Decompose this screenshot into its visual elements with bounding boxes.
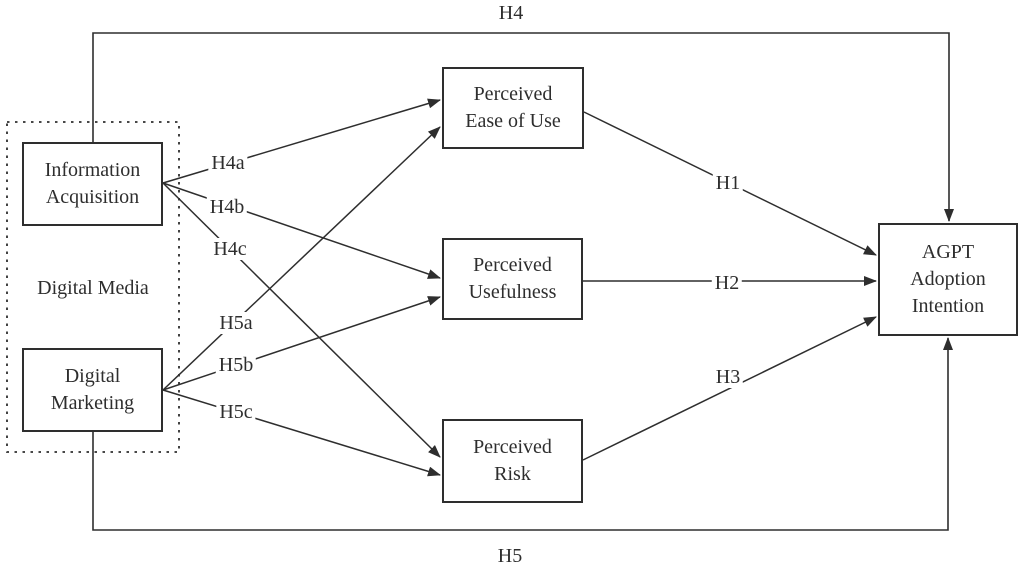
node-label-line: Marketing [50,392,135,414]
edge-h5c-label: H5c [216,401,256,423]
edge-h5b-label: H5b [215,354,257,376]
edge-h2-label: H2 [711,272,743,294]
digital-media-group-outline [6,121,180,453]
node-perceived-ease-of-use: Perceived Ease of Use [442,67,584,149]
edge-h4-line [92,32,954,222]
node-label-line: Information [44,159,141,181]
edge-h3-line [582,316,877,461]
node-label-line: Perceived [473,436,552,458]
node-label-line: Perceived [473,254,552,276]
edge-h1-label: H1 [712,172,744,194]
edge-h5b-line [162,296,441,391]
node-agpt-adoption-intention: AGPT Adoption Intention [878,223,1018,336]
node-label-line: Digital [64,365,121,387]
node-perceived-risk: Perceived Risk [442,419,583,503]
edge-h4a-label: H4a [208,152,248,174]
node-label-line: Adoption [910,268,986,290]
edge-h4b-line [162,182,441,279]
node-label-line: AGPT [921,241,975,263]
edge-h4b-label: H4b [206,196,248,218]
node-label-line: Intention [911,295,985,317]
node-label-line: Usefulness [468,281,557,303]
edge-h5-label: H5 [494,545,526,567]
node-label-line: Perceived [473,83,553,105]
node-perceived-usefulness: Perceived Usefulness [442,238,583,320]
node-label-line: Risk [494,463,531,485]
edge-h5c-line [162,389,441,477]
digital-media-group-label: Digital Media [37,277,149,299]
edge-h5-line [92,337,953,531]
edge-h3-label: H3 [712,366,744,388]
node-label-line: Acquisition [45,186,140,208]
edge-h4a-line [162,98,441,184]
node-label-line: Ease of Use [465,110,561,132]
node-information-acquisition: Information Acquisition [22,142,163,226]
edge-h5a-label: H5a [216,312,256,334]
node-digital-marketing: Digital Marketing [22,348,163,432]
edge-h4-label: H4 [495,2,527,24]
edge-h4c-label: H4c [210,238,250,260]
edge-h5a-line [162,126,441,391]
edge-h4c-line [162,182,441,458]
